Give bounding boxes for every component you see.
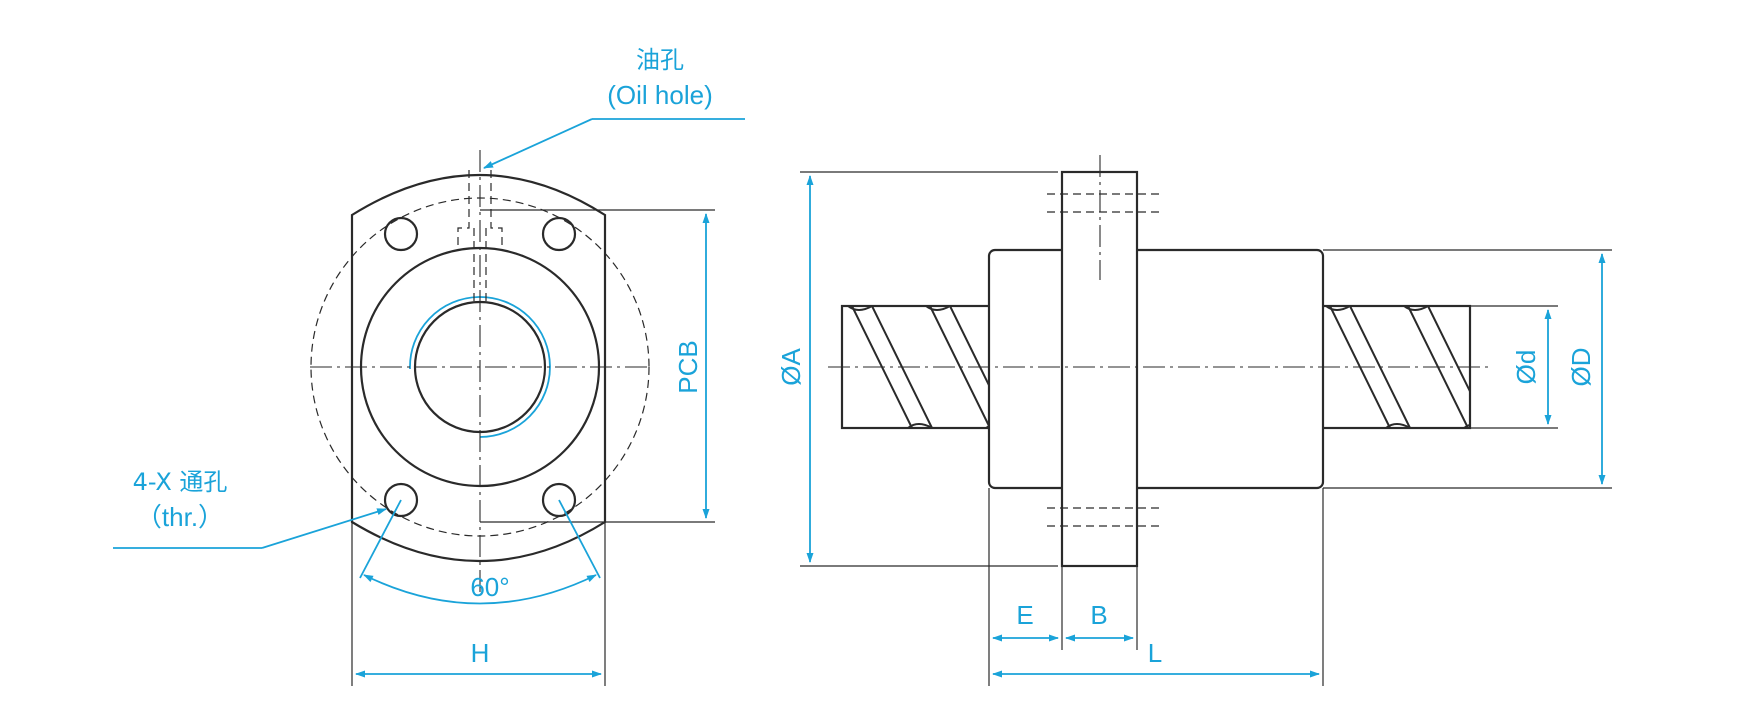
pcb-label: PCB [673,340,703,393]
bolt-hole-br [541,482,577,518]
dia-a-label: ØA [776,348,806,386]
b-label: B [1090,600,1107,630]
thread-arc [409,296,551,438]
flange-outline [350,174,607,562]
dia-d-large-label: ØD [1566,348,1596,387]
holes-label-en: （thr.） [136,502,224,532]
angle-ray-left [359,499,402,579]
oil-hole-leader [483,118,593,169]
nut-body [987,248,1325,490]
dia-d-small-label: Ød [1511,350,1541,385]
oil-hole-label-cn: 油孔 [636,46,684,74]
e-label: E [1016,600,1033,630]
h-label: H [471,638,490,668]
bolt-hole-tl [383,216,419,252]
angle-label: 60° [470,572,509,602]
flange-hole-hidden [1047,193,1160,527]
angle-arc [363,574,597,605]
bolt-hole-bl [383,482,419,518]
angle-ray-right [558,499,601,579]
holes-leader [261,508,387,549]
holes-label-cn: 4-X 通孔 [133,468,228,496]
oil-hole-label-en: (Oil hole) [607,80,712,110]
side-view: ØA Ød ØD E B L [776,155,1612,686]
front-view: PCB H 60° 油孔 (Oil hole) 4-X 通孔 （thr.） [113,46,745,686]
bolt-hole-tr [541,216,577,252]
l-label: L [1148,638,1162,668]
